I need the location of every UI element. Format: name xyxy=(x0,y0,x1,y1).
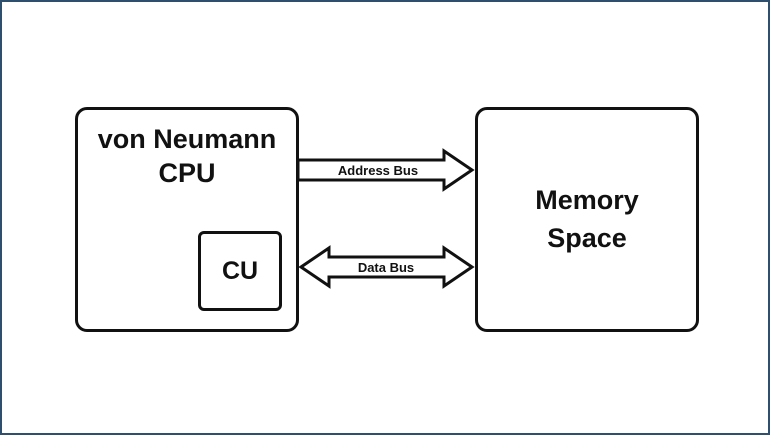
data-bus-label: Data Bus xyxy=(358,260,414,275)
control-unit-label: CU xyxy=(221,257,259,285)
cpu-title-line2: CPU xyxy=(158,158,216,188)
cpu-title-line1: von Neumann xyxy=(97,124,277,154)
memory-title-line2: Space xyxy=(547,223,627,253)
data-bus-arrow: Data Bus xyxy=(298,245,475,289)
address-bus-arrow: Address Bus xyxy=(296,148,475,192)
memory-box: Memory Space xyxy=(475,107,699,332)
control-unit-box: CU xyxy=(198,231,282,311)
cpu-box: von Neumann CPU xyxy=(75,107,299,332)
memory-title-line1: Memory xyxy=(535,185,639,215)
address-bus-label: Address Bus xyxy=(338,163,418,178)
